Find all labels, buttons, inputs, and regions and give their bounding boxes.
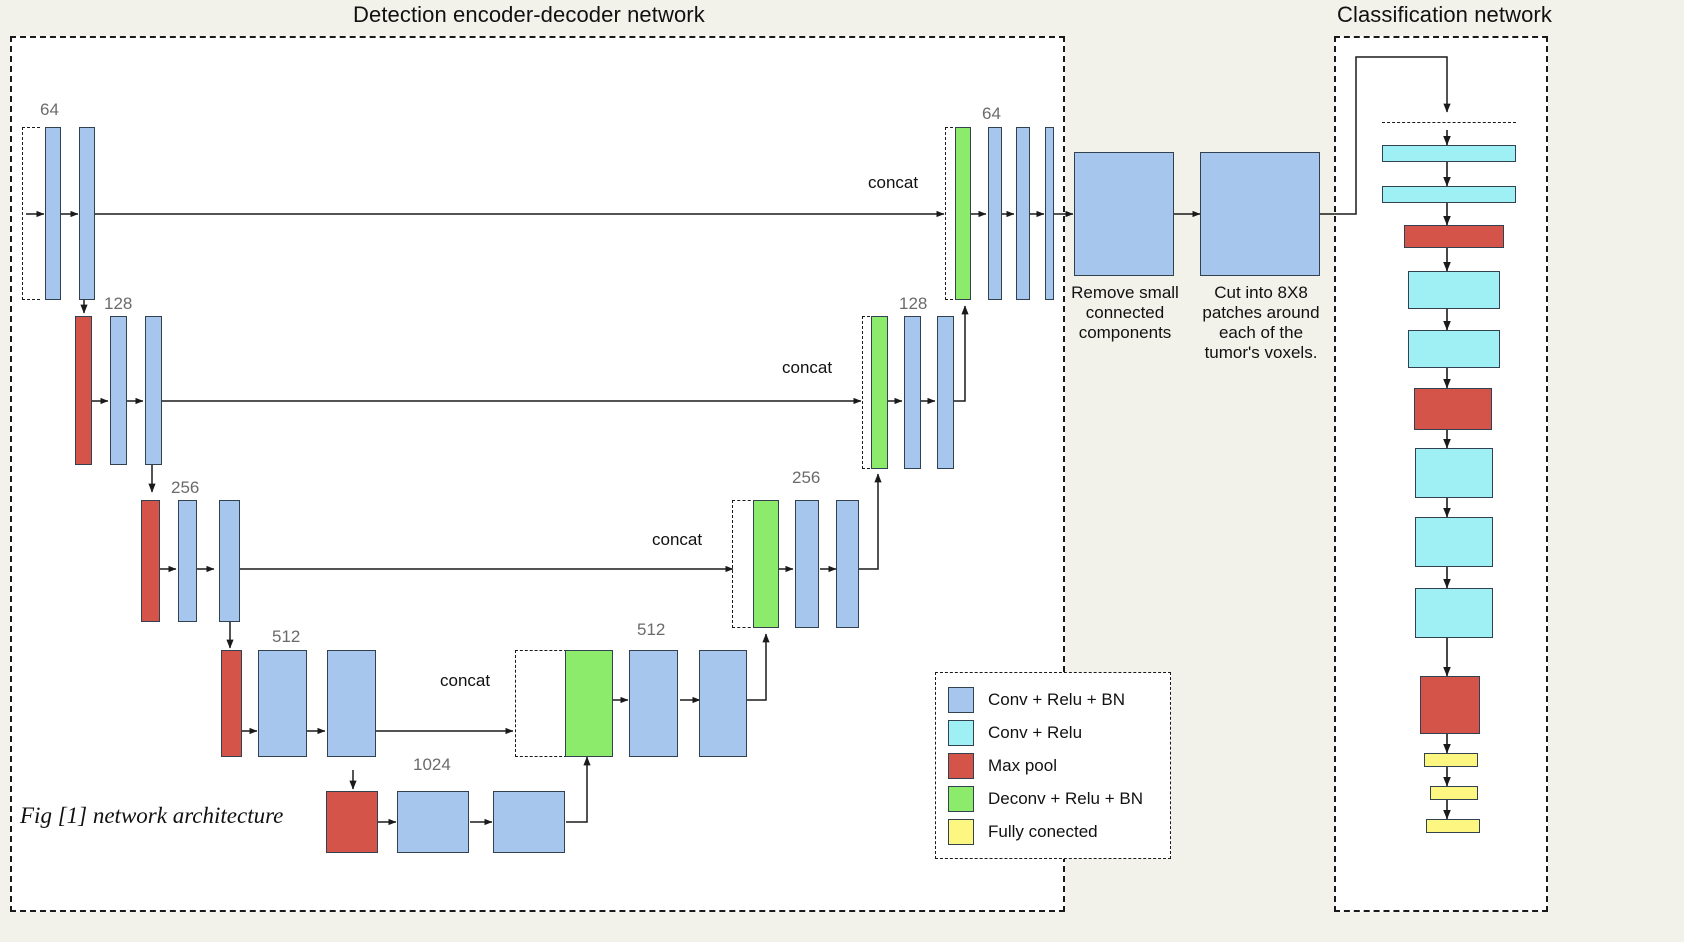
classification-layer-7-conv-relu — [1415, 448, 1493, 498]
legend-swatch-deconv-relu-bn — [948, 785, 974, 812]
legend-box: Conv + Relu + BN Conv + Relu Max pool De… — [935, 672, 1171, 859]
enc4-maxpool — [221, 650, 242, 757]
concat-label-level2: concat — [782, 358, 833, 377]
postproc-block-remove-small-components — [1074, 152, 1174, 276]
classification-layer-3-max-pool — [1404, 225, 1504, 248]
concat-label-level3: concat — [652, 530, 703, 549]
classification-layer-6-max-pool — [1414, 388, 1492, 430]
concat-label-level4: concat — [440, 671, 491, 690]
detection-network-panel — [10, 36, 1065, 912]
enc1-conv-2 — [79, 127, 95, 300]
classification-layer-2-conv-relu — [1382, 186, 1516, 203]
postproc-block-cut-into-patches — [1200, 152, 1320, 276]
legend-label-conv-relu-bn: Conv + Relu + BN — [988, 689, 1126, 709]
enc4-conv-1 — [258, 650, 307, 757]
classification-layer-9-conv-relu — [1415, 588, 1493, 638]
channel-label-enc64: 64 — [40, 100, 59, 119]
concat-label-level1: concat — [868, 173, 919, 192]
figure-caption: Fig [1] network architecture — [20, 803, 284, 828]
channel-label-dec128: 128 — [899, 294, 928, 313]
legend-swatch-max-pool — [948, 752, 974, 779]
classification-layer-13-fully-connected — [1426, 819, 1480, 833]
legend-label-max-pool: Max pool — [988, 755, 1057, 775]
dec1-conv-2 — [1016, 127, 1030, 300]
classification-layer-8-conv-relu — [1415, 517, 1493, 567]
enc3-conv-1 — [178, 500, 197, 622]
dec1-output-conv — [1045, 127, 1054, 300]
channel-label-dec256: 256 — [792, 468, 821, 487]
dec3-deconv — [753, 500, 779, 628]
legend-swatch-conv-relu — [948, 719, 974, 746]
classification-network-title: Classification network — [1337, 2, 1552, 27]
concat-placeholder-level4 — [515, 650, 567, 757]
dec2-conv-1 — [904, 316, 921, 469]
enc3-maxpool — [141, 500, 160, 622]
postproc-label-cut-into-patches: Cut into 8X8 patches around each of the … — [1202, 283, 1320, 363]
bottleneck-conv-2 — [493, 791, 565, 853]
dec1-deconv — [955, 127, 971, 300]
input-bracket — [22, 127, 40, 300]
dec4-deconv — [565, 650, 613, 757]
channel-label-dec512: 512 — [637, 620, 666, 639]
dec4-conv-2 — [699, 650, 747, 757]
classification-layer-5-conv-relu — [1408, 330, 1500, 368]
enc3-conv-2 — [219, 500, 240, 622]
bottleneck-conv-1 — [397, 791, 469, 853]
legend-item-conv-relu-bn: Conv + Relu + BN — [948, 683, 1156, 716]
legend-label-deconv-relu-bn: Deconv + Relu + BN — [988, 788, 1143, 808]
channel-label-bottleneck: 1024 — [413, 755, 451, 774]
enc2-maxpool — [75, 316, 92, 465]
classification-layer-4-conv-relu — [1408, 271, 1500, 309]
dec2-deconv — [871, 316, 888, 469]
legend-item-fully-connected: Fully conected — [948, 815, 1156, 848]
legend-label-fully-connected: Fully conected — [988, 821, 1098, 841]
enc2-conv-1 — [110, 316, 127, 465]
postproc-label-remove-small-components: Remove small connected components — [1071, 283, 1179, 343]
enc2-conv-2 — [145, 316, 162, 465]
classification-layer-10-max-pool — [1420, 676, 1480, 734]
channel-label-enc256: 256 — [171, 478, 200, 497]
dec3-conv-2 — [836, 500, 859, 628]
legend-item-deconv-relu-bn: Deconv + Relu + BN — [948, 782, 1156, 815]
dec1-conv-1 — [988, 127, 1002, 300]
legend-swatch-conv-relu-bn — [948, 686, 974, 713]
classification-layer-11-fully-connected — [1424, 753, 1478, 767]
legend-item-max-pool: Max pool — [948, 749, 1156, 782]
dec3-conv-1 — [795, 500, 819, 628]
classification-layer-12-fully-connected — [1430, 786, 1478, 800]
channel-label-enc128: 128 — [104, 294, 133, 313]
classification-layer-1-conv-relu — [1382, 145, 1516, 162]
dec2-conv-2 — [937, 316, 954, 469]
classification-input-patch-marker — [1382, 122, 1516, 123]
legend-label-conv-relu: Conv + Relu — [988, 722, 1083, 742]
channel-label-enc512: 512 — [272, 627, 301, 646]
legend-item-conv-relu: Conv + Relu — [948, 716, 1156, 749]
bottleneck-maxpool — [326, 791, 378, 853]
detection-network-title: Detection encoder-decoder network — [353, 2, 705, 27]
enc4-conv-2 — [327, 650, 376, 757]
legend-swatch-fully-connected — [948, 818, 974, 845]
enc1-conv-1 — [45, 127, 61, 300]
dec4-conv-1 — [629, 650, 678, 757]
channel-label-dec64: 64 — [982, 104, 1001, 123]
